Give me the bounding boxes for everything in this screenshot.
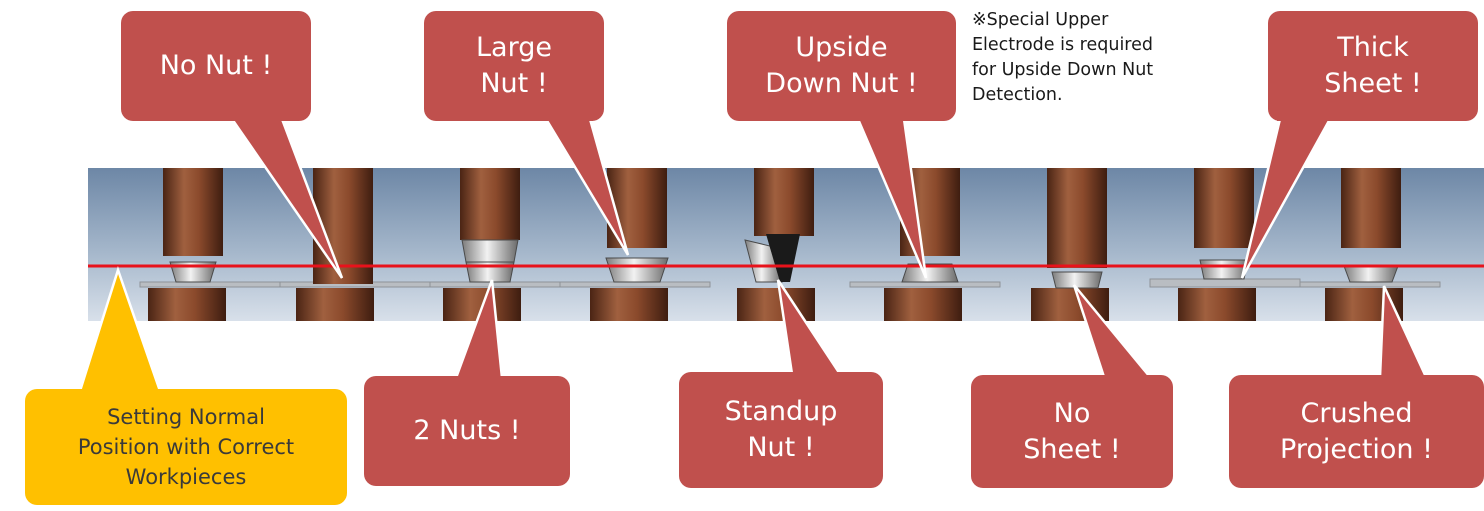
welding-electrode-icon <box>296 288 374 321</box>
welding-electrode-icon <box>148 288 226 321</box>
welding-electrode-icon <box>163 168 223 256</box>
lower-electrodes <box>148 288 1403 321</box>
welding-electrode-icon <box>737 288 815 321</box>
callout-two-nuts <box>364 279 570 486</box>
nut-icon <box>1051 271 1103 289</box>
nut-icon <box>901 263 959 283</box>
welding-electrode-icon <box>754 168 814 236</box>
welding-electrode-icon <box>1341 168 1401 248</box>
welding-electrode-icon <box>1047 168 1107 268</box>
welding-electrode-icon <box>590 288 668 321</box>
welding-electrode-icon <box>1178 288 1256 321</box>
welding-electrode-icon <box>460 168 520 240</box>
callout-standup-nut <box>679 279 883 488</box>
callout-no-nut <box>121 11 344 279</box>
nuts <box>169 239 1399 289</box>
special-electrode-note: ※Special Upper Electrode is required for… <box>972 10 1154 105</box>
callout-crushed-projection <box>1229 285 1484 488</box>
welding-electrode-icon <box>884 288 962 321</box>
callout-setting-normal <box>25 266 347 505</box>
callout-upside-down-nut <box>727 11 956 279</box>
nut-icon <box>605 257 669 283</box>
upside-down-nut-electrode <box>766 234 800 282</box>
nut-icon <box>461 239 519 263</box>
nut-icon <box>1343 265 1399 283</box>
nut-icon <box>1199 259 1249 280</box>
callout-no-sheet <box>971 284 1173 488</box>
callout-thick-sheet <box>1240 11 1478 279</box>
callout-large-nut <box>424 11 630 256</box>
welding-electrode-icon <box>1194 168 1254 248</box>
